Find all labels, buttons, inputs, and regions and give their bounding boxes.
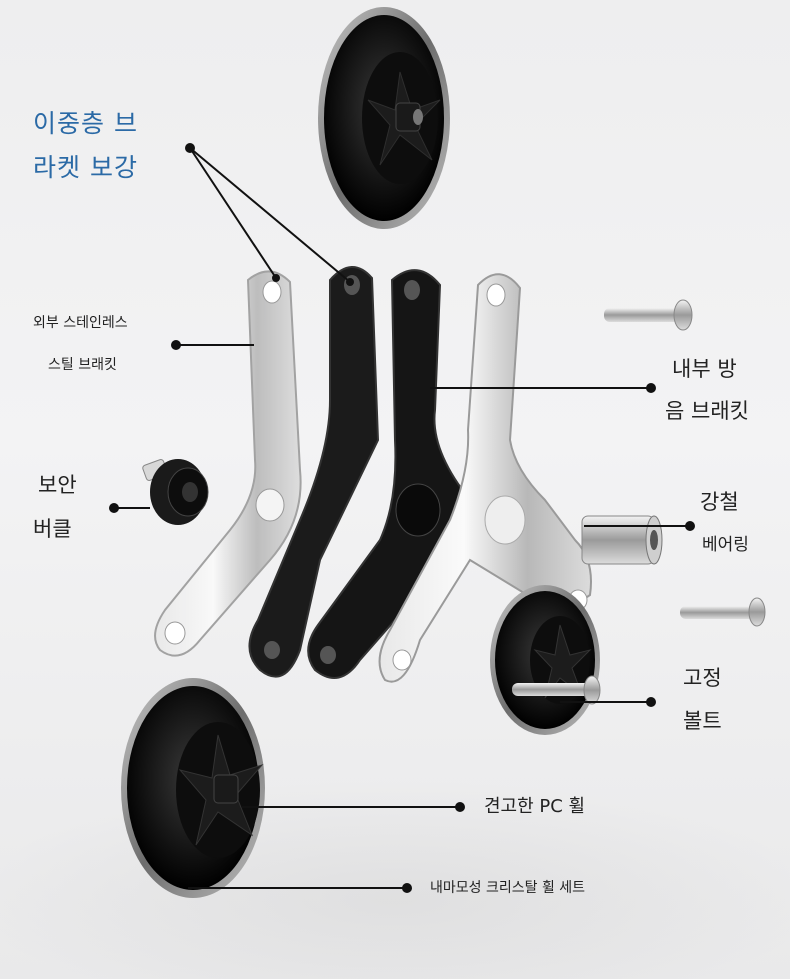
background-wave bbox=[0, 780, 790, 979]
label-double-bracket-line2: 라켓 보강 bbox=[33, 153, 138, 182]
label-steel-bearing-line2: 베어링 bbox=[702, 535, 749, 555]
steel-bearing bbox=[581, 515, 663, 565]
bottom-wheel bbox=[121, 678, 265, 898]
right-wheel bbox=[490, 585, 600, 735]
label-crystal-wheel-set: 내마모성 크리스탈 휠 세트 bbox=[430, 880, 586, 896]
label-steel-bearing-line1: 강철 bbox=[700, 490, 739, 514]
black-inner-brackets bbox=[248, 266, 502, 679]
label-fixed-bolt-line2: 볼트 bbox=[683, 709, 722, 733]
outer-stainless-bracket bbox=[154, 270, 302, 657]
label-outer-bracket-line1: 외부 스테인레스 bbox=[33, 315, 128, 331]
label-outer-bracket-line2: 스틸 브래킷 bbox=[48, 357, 117, 373]
label-security-buckle-line1: 보안 bbox=[38, 473, 77, 497]
fixed-bolt bbox=[512, 675, 601, 705]
label-inner-bracket-line2: 음 브래킷 bbox=[665, 399, 749, 423]
pin-top bbox=[604, 299, 693, 331]
callout-dots bbox=[109, 143, 695, 893]
top-wheel bbox=[318, 7, 450, 229]
label-double-bracket-line1: 이중층 브 bbox=[33, 109, 138, 138]
pin-middle bbox=[680, 597, 766, 627]
label-fixed-bolt-line1: 고정 bbox=[683, 666, 722, 690]
callout-lines bbox=[114, 147, 690, 889]
label-inner-bracket-line1: 내부 방 bbox=[672, 357, 737, 381]
label-security-buckle-line2: 버클 bbox=[33, 517, 72, 541]
label-pc-wheel: 견고한 PC 휠 bbox=[484, 796, 586, 817]
security-buckle bbox=[142, 459, 209, 525]
